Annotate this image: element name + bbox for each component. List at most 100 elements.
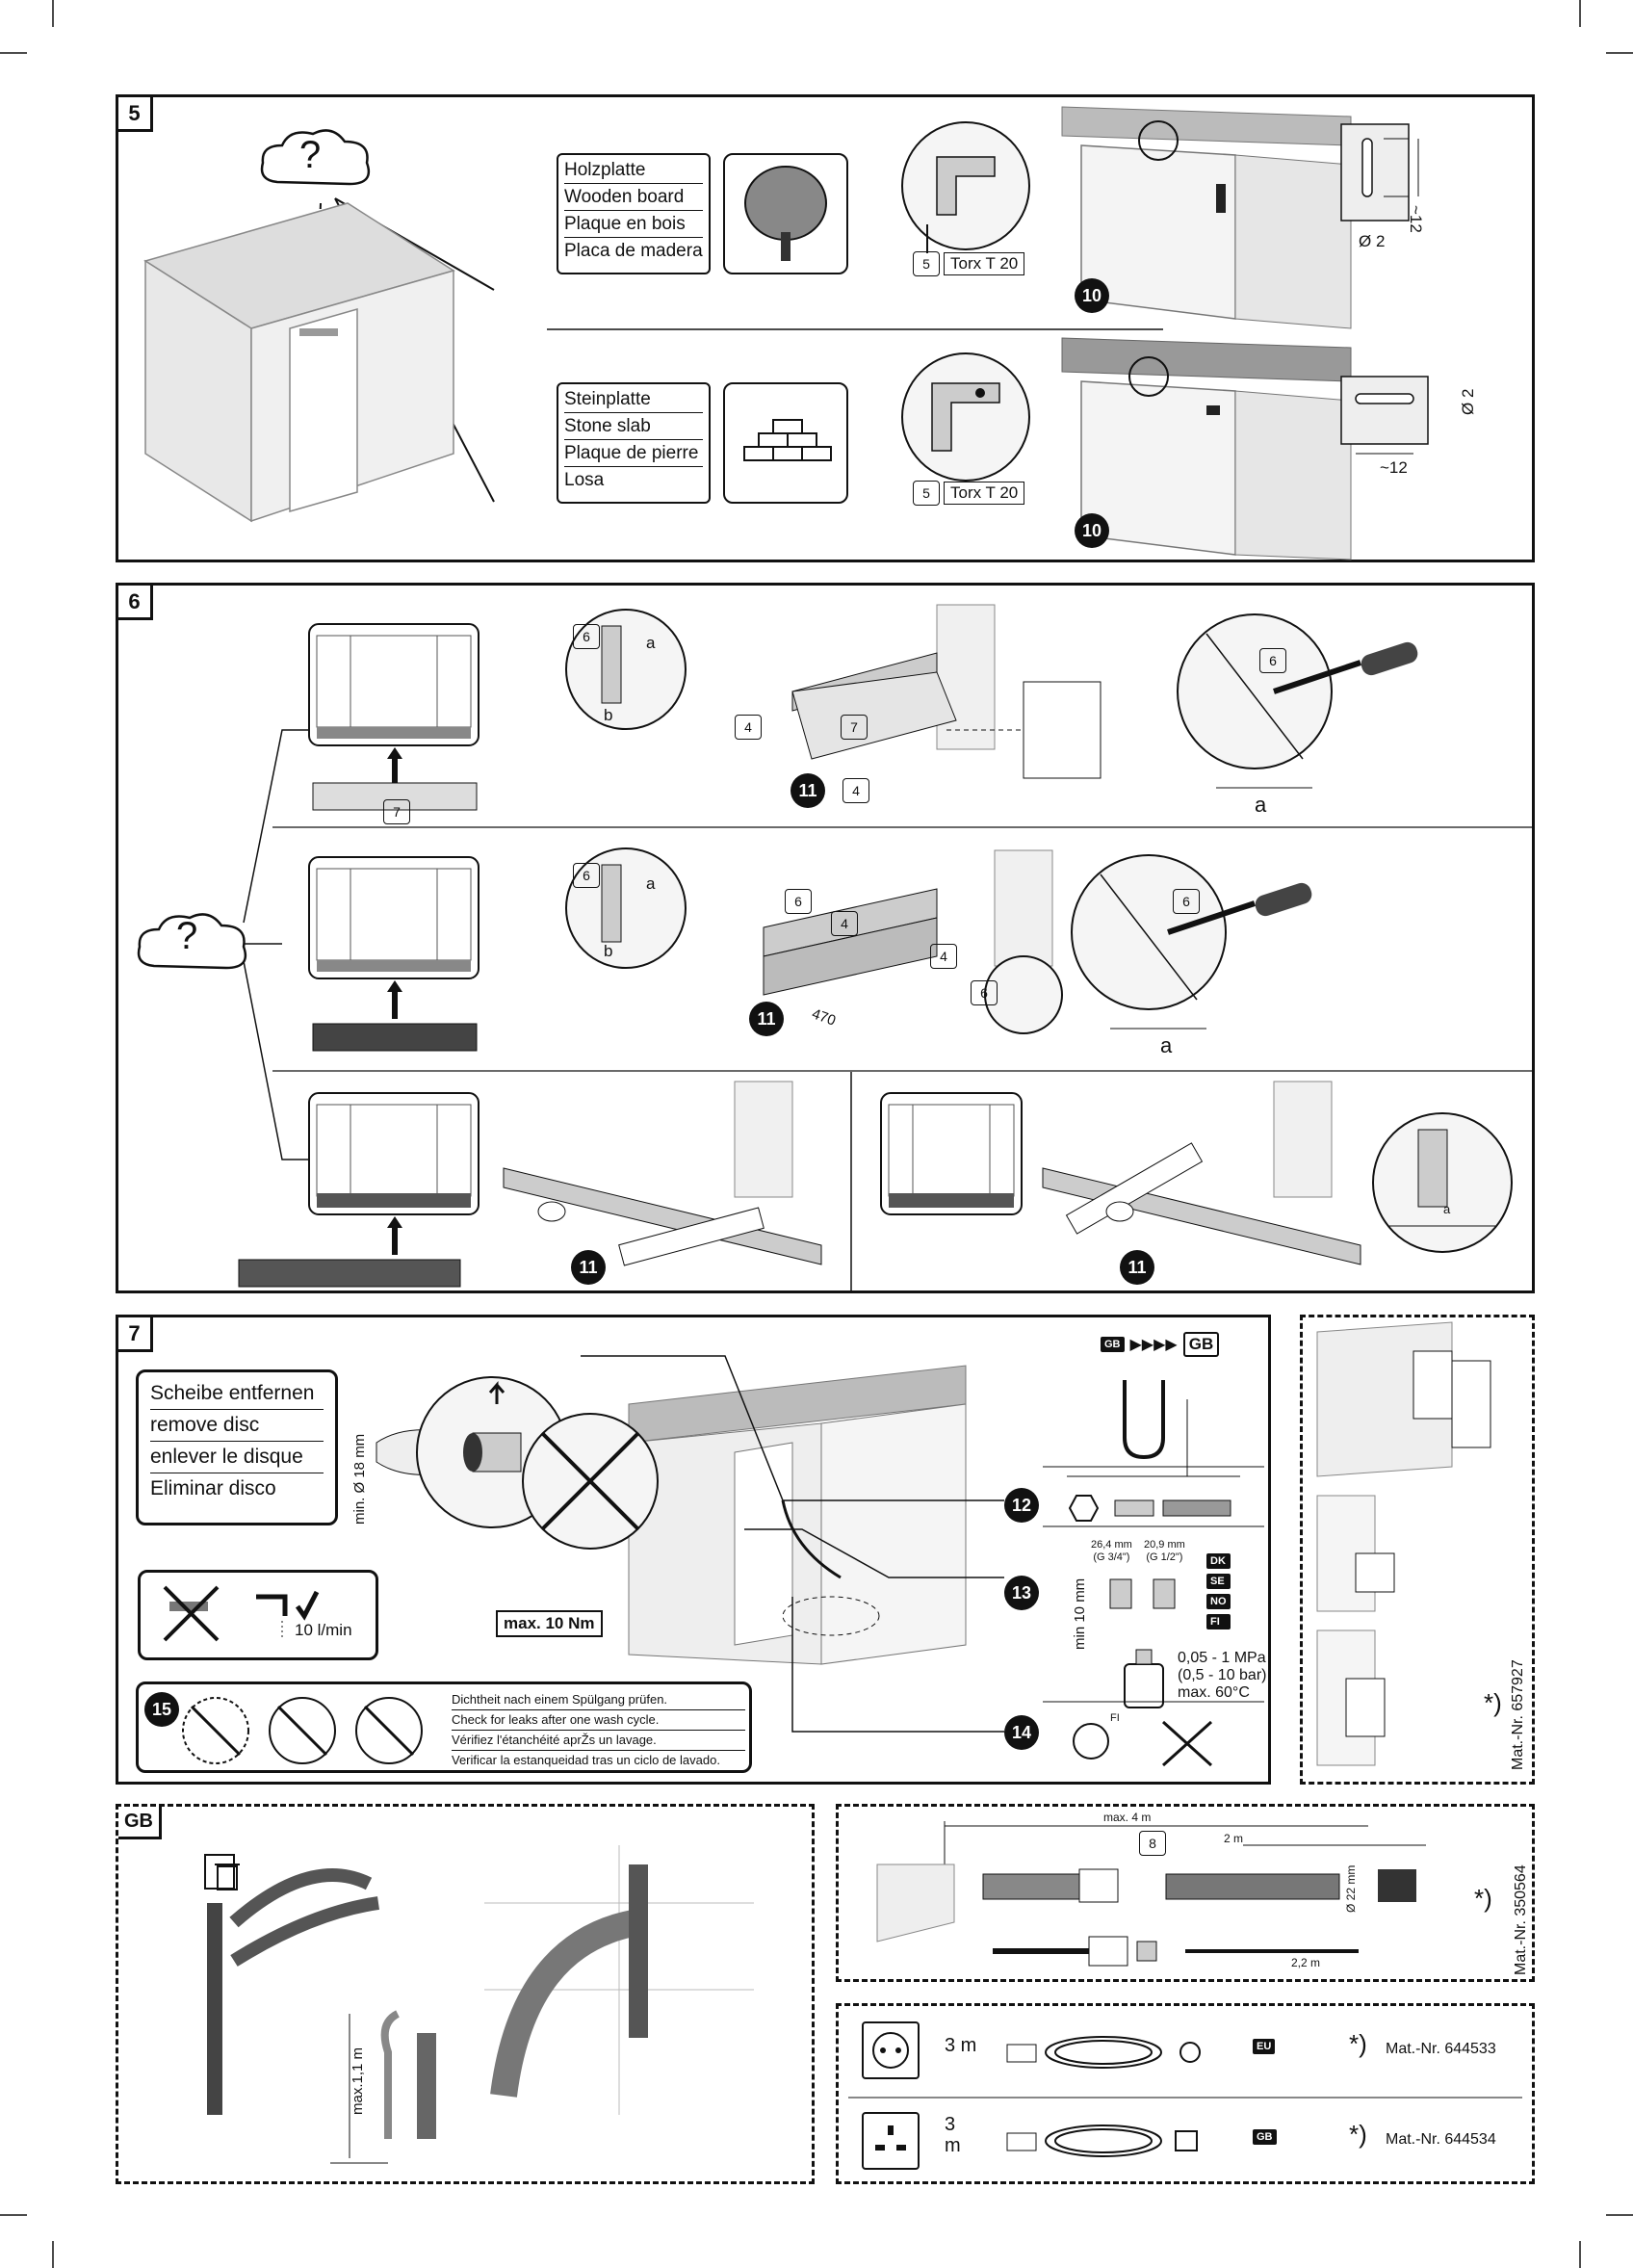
hex-icon: 4: [930, 944, 957, 969]
hex-icon: 4: [831, 911, 858, 936]
step-number: 7: [118, 1317, 153, 1352]
hex-icon: 4: [735, 715, 762, 740]
eu-socket-icon: [862, 2021, 920, 2079]
plinth-assembly-row1: [791, 604, 1102, 779]
bullet-11: 11: [749, 1002, 784, 1036]
disc-label-es: Eliminar disco: [150, 1477, 276, 1499]
stone-label-en: Stone slab: [564, 413, 703, 440]
cable-length-gb: 3 m: [945, 2114, 961, 2156]
gb-badge-large: GB: [1182, 1332, 1220, 1357]
fi-label: FI: [1110, 1712, 1120, 1724]
star-note: *): [1484, 1688, 1502, 1717]
wood-label-de: Holzplatte: [564, 157, 703, 184]
hose-parts-drawing: [982, 1868, 1416, 1967]
dishwasher-installed-bottom: [1061, 337, 1352, 560]
bracket-detail-bottom: [901, 352, 1030, 482]
wood-label-en: Wooden board: [564, 184, 703, 211]
dim-slot-diameter-top: Ø 2: [1359, 232, 1386, 250]
bullet-11: 11: [571, 1250, 606, 1285]
side-mounting-box: *) Mat.-Nr. 657927: [1300, 1315, 1535, 1785]
part-4-label: 4: [831, 911, 858, 936]
dishwasher-front-row1: [308, 623, 480, 746]
gb-header: GB ▶▶▶▶ GB: [1101, 1332, 1220, 1357]
row-dividers: [272, 1070, 1534, 1072]
screwdriver-detail-row1: [1177, 613, 1418, 789]
arrow-up-icon: [387, 980, 402, 1019]
trash-icon: [215, 1864, 240, 1890]
dim-b-label: b: [604, 942, 613, 960]
bricks-icon: [723, 382, 848, 504]
country-fi: FI: [1206, 1614, 1231, 1629]
star-note: *): [1349, 2120, 1367, 2149]
disc-label-de: Scheibe entfernen: [150, 1378, 324, 1410]
bullet-11: 11: [791, 773, 825, 808]
part-6-label: 6: [1173, 889, 1200, 914]
country-no: NO: [1206, 1594, 1231, 1609]
leak-label-fr: Vérifiez l'étanchéité aprŽs un lavage.: [452, 1731, 745, 1751]
drain-trap-drawing: [1067, 1380, 1240, 1477]
part-7-label: 7: [841, 715, 868, 740]
disc-label-en: remove disc: [150, 1410, 324, 1442]
arrow-up-icon: [387, 1216, 402, 1255]
hex-icon: 5: [913, 251, 940, 276]
pressure-gauge-drawing: [1124, 1649, 1164, 1708]
dishwasher-installed-top: [1061, 106, 1352, 329]
gb-badge-small: GB: [1101, 1337, 1125, 1352]
torx-label: Torx T 20: [944, 252, 1025, 275]
cable-mat-gb: Mat.-Nr. 644534: [1386, 2131, 1496, 2148]
part-4-label: 4: [842, 778, 869, 803]
thread-diameter: 20,9 mm: [1144, 1539, 1185, 1551]
question-mark: ?: [299, 134, 322, 176]
wood-plinth: [312, 1023, 478, 1052]
stone-label-de: Steinplatte: [564, 386, 703, 413]
hex-icon: 6: [1259, 648, 1286, 673]
max-temperature: max. 60°C: [1178, 1684, 1250, 1701]
cable-length-eu: 3 m: [945, 2035, 977, 2056]
part-6-label: 6: [971, 980, 998, 1005]
slot-detail-top: [1340, 123, 1419, 222]
hex-icon: 5: [913, 481, 940, 506]
dishwasher-front-row2: [308, 856, 480, 979]
hex-icon: 4: [842, 778, 869, 803]
torx-label: Torx T 20: [944, 482, 1025, 505]
hose-extension-section: max. 4 m 8 2 m Ø 22 mm 2,2 m *) Mat.-Nr.…: [836, 1804, 1535, 1982]
socket-fi-drawing: [1073, 1720, 1213, 1767]
pressure-spec: 0,05 - 1 MPa (0,5 - 10 bar) max. 60°C: [1178, 1650, 1266, 1702]
wood-label-fr: Plaque en bois: [564, 211, 703, 238]
dim-2-2m-label: 2,2 m: [1291, 1956, 1321, 1969]
plinth-assembly-row2: [763, 849, 1063, 1034]
dishwasher-front-row3-right: [880, 1092, 1023, 1215]
question-cloud-icon: [260, 129, 371, 186]
flow-rate-label: 10 l/min: [295, 1621, 352, 1639]
eu-cable-drawing: [1006, 2036, 1201, 2069]
hex-icon: 6: [573, 624, 600, 649]
stone-label-es: Losa: [564, 470, 605, 490]
cable-mat-eu: Mat.-Nr. 644533: [1386, 2041, 1496, 2057]
plinth-clip-detail: [1372, 1112, 1513, 1253]
dim-a-label: a: [1443, 1202, 1451, 1216]
connector-parts: [1068, 1495, 1231, 1522]
hose-mat-number: Mat.-Nr. 350564: [1513, 1864, 1529, 1975]
hose-height-drawing: [330, 2010, 436, 2164]
saw-plinth-drawing-left: [503, 1081, 822, 1266]
dim-a-label: a: [1160, 1033, 1173, 1057]
part-4-label: 4: [930, 944, 957, 969]
drain-hose-clip-drawing: [204, 1854, 379, 2115]
power-cable-section: 3 m EU *) Mat.-Nr. 644533 3 m GB *) Mat.…: [836, 2003, 1535, 2184]
wood-label-es: Placa de madera: [564, 241, 703, 261]
cable-divider: [848, 2097, 1522, 2099]
star-note: *): [1474, 1884, 1492, 1913]
leak-label-es: Verificar la estanqueidad tras un ciclo …: [452, 1753, 720, 1767]
dim-22mm-label: Ø 22 mm: [1344, 1864, 1358, 1913]
part-6-label: 6: [573, 863, 600, 888]
gb-tag: GB: [118, 1807, 162, 1839]
wood-plinth-cut: [238, 1259, 461, 1288]
arrows-icon: ▶▶▶▶: [1129, 1337, 1178, 1353]
side-mat-number: Mat.-Nr. 657927: [1510, 1659, 1526, 1770]
hex-icon: 6: [573, 863, 600, 888]
bullet-14: 14: [1004, 1715, 1039, 1750]
bracket-detail-top: [901, 121, 1030, 253]
dim-b-label: b: [604, 706, 613, 724]
max-height-label: max.1,1 m: [350, 2046, 366, 2115]
